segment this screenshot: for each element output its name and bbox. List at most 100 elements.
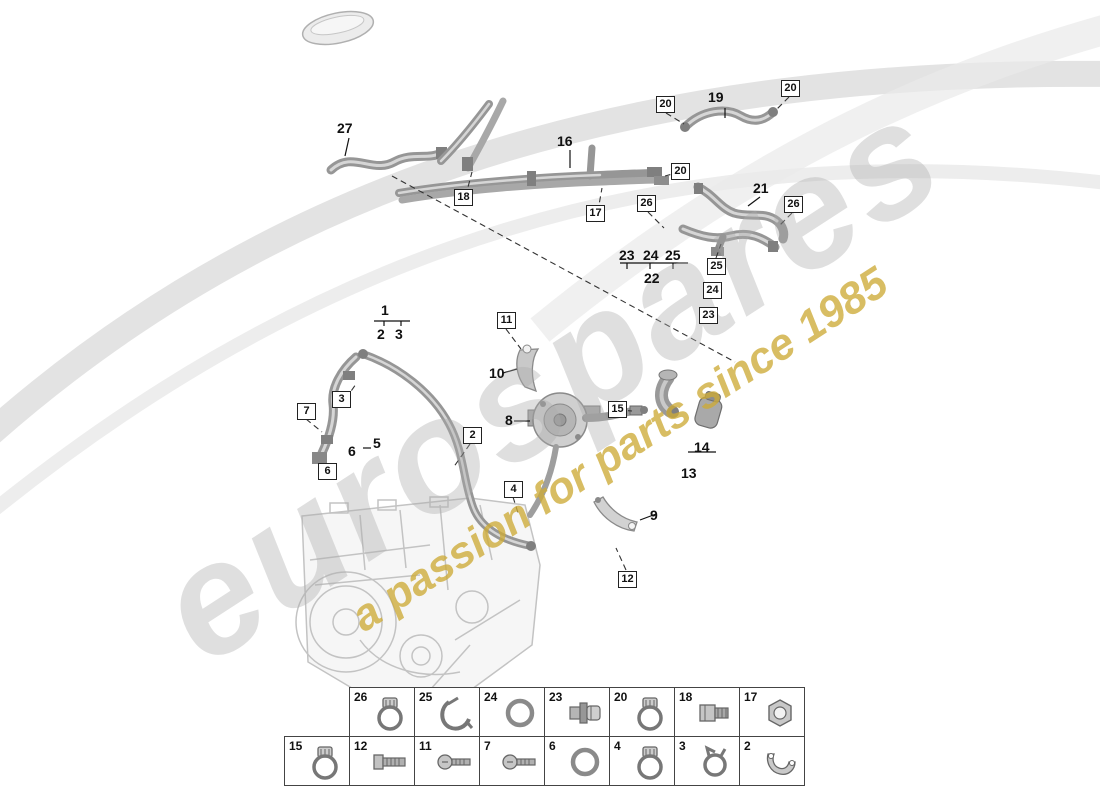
spring-clip-icon bbox=[434, 693, 476, 733]
callout-box-20-2[interactable]: 20 bbox=[781, 80, 800, 97]
callout-3[interactable]: 3 bbox=[395, 326, 403, 342]
legend-table: 26 25 24 23 20 18 bbox=[284, 687, 805, 786]
legend-cell-number: 11 bbox=[419, 739, 432, 753]
legend-cell-23[interactable]: 23 bbox=[544, 687, 610, 737]
callout-box-2[interactable]: 2 bbox=[463, 427, 482, 444]
callout-box-18[interactable]: 18 bbox=[454, 189, 473, 206]
hose-clamp-icon bbox=[369, 693, 411, 733]
legend-cell-18[interactable]: 18 bbox=[674, 687, 740, 737]
legend-cell-4[interactable]: 4 bbox=[609, 736, 675, 786]
connector-icon bbox=[564, 693, 606, 733]
legend-cell-number: 26 bbox=[354, 690, 368, 704]
legend-cell-number: 2 bbox=[744, 739, 751, 753]
elbow-hose-13 bbox=[655, 369, 679, 418]
callout-box-7[interactable]: 7 bbox=[297, 403, 316, 420]
callout-10[interactable]: 10 bbox=[489, 365, 505, 381]
callout-box-11[interactable]: 11 bbox=[497, 312, 516, 329]
legend-row-bottom: 15 12 11 7 6 4 bbox=[284, 736, 805, 786]
legend-cell-number: 6 bbox=[549, 739, 556, 753]
legend-cell-26[interactable]: 26 bbox=[349, 687, 415, 737]
pipe-2 bbox=[358, 349, 536, 551]
hex-nut-icon bbox=[759, 693, 801, 733]
hose-22 bbox=[678, 224, 780, 256]
callout-box-6[interactable]: 6 bbox=[318, 463, 337, 480]
legend-cell-24[interactable]: 24 bbox=[479, 687, 545, 737]
screw-icon bbox=[499, 742, 541, 782]
bracket-9 bbox=[593, 496, 638, 532]
callout-2[interactable]: 2 bbox=[377, 326, 385, 342]
callout-box-20-1[interactable]: 20 bbox=[656, 96, 675, 113]
callout-box-4[interactable]: 4 bbox=[504, 481, 523, 498]
sensor-14 bbox=[694, 391, 723, 429]
bracket-icon bbox=[759, 742, 801, 782]
callout-19[interactable]: 19 bbox=[708, 89, 724, 105]
legend-cell-17[interactable]: 17 bbox=[739, 687, 805, 737]
callout-16[interactable]: 16 bbox=[557, 133, 573, 149]
cover-cap bbox=[301, 10, 375, 46]
legend-cell-25[interactable]: 25 bbox=[414, 687, 480, 737]
legend-cell-11[interactable]: 11 bbox=[414, 736, 480, 786]
callout-box-24[interactable]: 24 bbox=[703, 282, 722, 299]
callout-27[interactable]: 27 bbox=[337, 120, 353, 136]
engine-block-drawing bbox=[295, 496, 541, 701]
water-pump-8 bbox=[527, 392, 636, 518]
callout-6[interactable]: 6 bbox=[348, 443, 356, 459]
callout-9[interactable]: 9 bbox=[650, 507, 658, 523]
legend-cell-number: 7 bbox=[484, 739, 491, 753]
callout-5[interactable]: 5 bbox=[373, 435, 381, 451]
o-ring-icon bbox=[564, 742, 606, 782]
callout-box-15[interactable]: 15 bbox=[608, 401, 627, 418]
callout-25[interactable]: 25 bbox=[665, 247, 681, 263]
callout-box-20-3[interactable]: 20 bbox=[671, 163, 690, 180]
legend-cell-number: 20 bbox=[614, 690, 628, 704]
callout-1[interactable]: 1 bbox=[381, 302, 389, 318]
hose-19 bbox=[680, 106, 778, 132]
legend-cell-number: 25 bbox=[419, 690, 433, 704]
hose-clamp-icon bbox=[629, 693, 671, 733]
label-tick-lines bbox=[344, 108, 761, 521]
hex-bolt-icon bbox=[369, 742, 411, 782]
pipe-harness-16 bbox=[395, 97, 669, 204]
background-swoosh bbox=[0, 15, 1100, 515]
hose-clamp-icon bbox=[629, 742, 671, 782]
callout-box-17[interactable]: 17 bbox=[586, 205, 605, 222]
legend-cell-20[interactable]: 20 bbox=[609, 687, 675, 737]
callout-box-26-1[interactable]: 26 bbox=[637, 195, 656, 212]
callout-14[interactable]: 14 bbox=[694, 439, 710, 455]
legend-cell-6[interactable]: 6 bbox=[544, 736, 610, 786]
legend-cell-number: 17 bbox=[744, 690, 758, 704]
callout-23[interactable]: 23 bbox=[619, 247, 635, 263]
callout-24[interactable]: 24 bbox=[643, 247, 659, 263]
legend-cell-number: 23 bbox=[549, 690, 563, 704]
legend-cell-number: 4 bbox=[614, 739, 621, 753]
legend-cell-7[interactable]: 7 bbox=[479, 736, 545, 786]
legend-cell-number: 18 bbox=[679, 690, 693, 704]
bracket-10 bbox=[516, 344, 540, 393]
legend-cell-number: 12 bbox=[354, 739, 368, 753]
callout-box-23[interactable]: 23 bbox=[699, 307, 718, 324]
callout-22[interactable]: 22 bbox=[644, 270, 660, 286]
o-ring-icon bbox=[499, 693, 541, 733]
callout-box-12[interactable]: 12 bbox=[618, 571, 637, 588]
fitting-15 bbox=[629, 405, 648, 416]
sealing-plug-icon bbox=[694, 693, 736, 733]
legend-cell-number: 24 bbox=[484, 690, 498, 704]
legend-cell-number: 15 bbox=[289, 739, 303, 753]
callout-box-25[interactable]: 25 bbox=[707, 258, 726, 275]
screw-icon bbox=[434, 742, 476, 782]
legend-row-top: 26 25 24 23 20 18 bbox=[349, 687, 805, 737]
callout-13[interactable]: 13 bbox=[681, 465, 697, 481]
legend-cell-12[interactable]: 12 bbox=[349, 736, 415, 786]
legend-cell-2[interactable]: 2 bbox=[739, 736, 805, 786]
legend-cell-3[interactable]: 3 bbox=[674, 736, 740, 786]
legend-cell-15[interactable]: 15 bbox=[284, 736, 350, 786]
hose-21 bbox=[693, 182, 789, 244]
ear-clamp-icon bbox=[694, 742, 736, 782]
callout-box-26-2[interactable]: 26 bbox=[784, 196, 803, 213]
callout-21[interactable]: 21 bbox=[753, 180, 769, 196]
hose-27 bbox=[326, 147, 447, 175]
callout-8[interactable]: 8 bbox=[505, 412, 513, 428]
callout-box-3[interactable]: 3 bbox=[332, 391, 351, 408]
